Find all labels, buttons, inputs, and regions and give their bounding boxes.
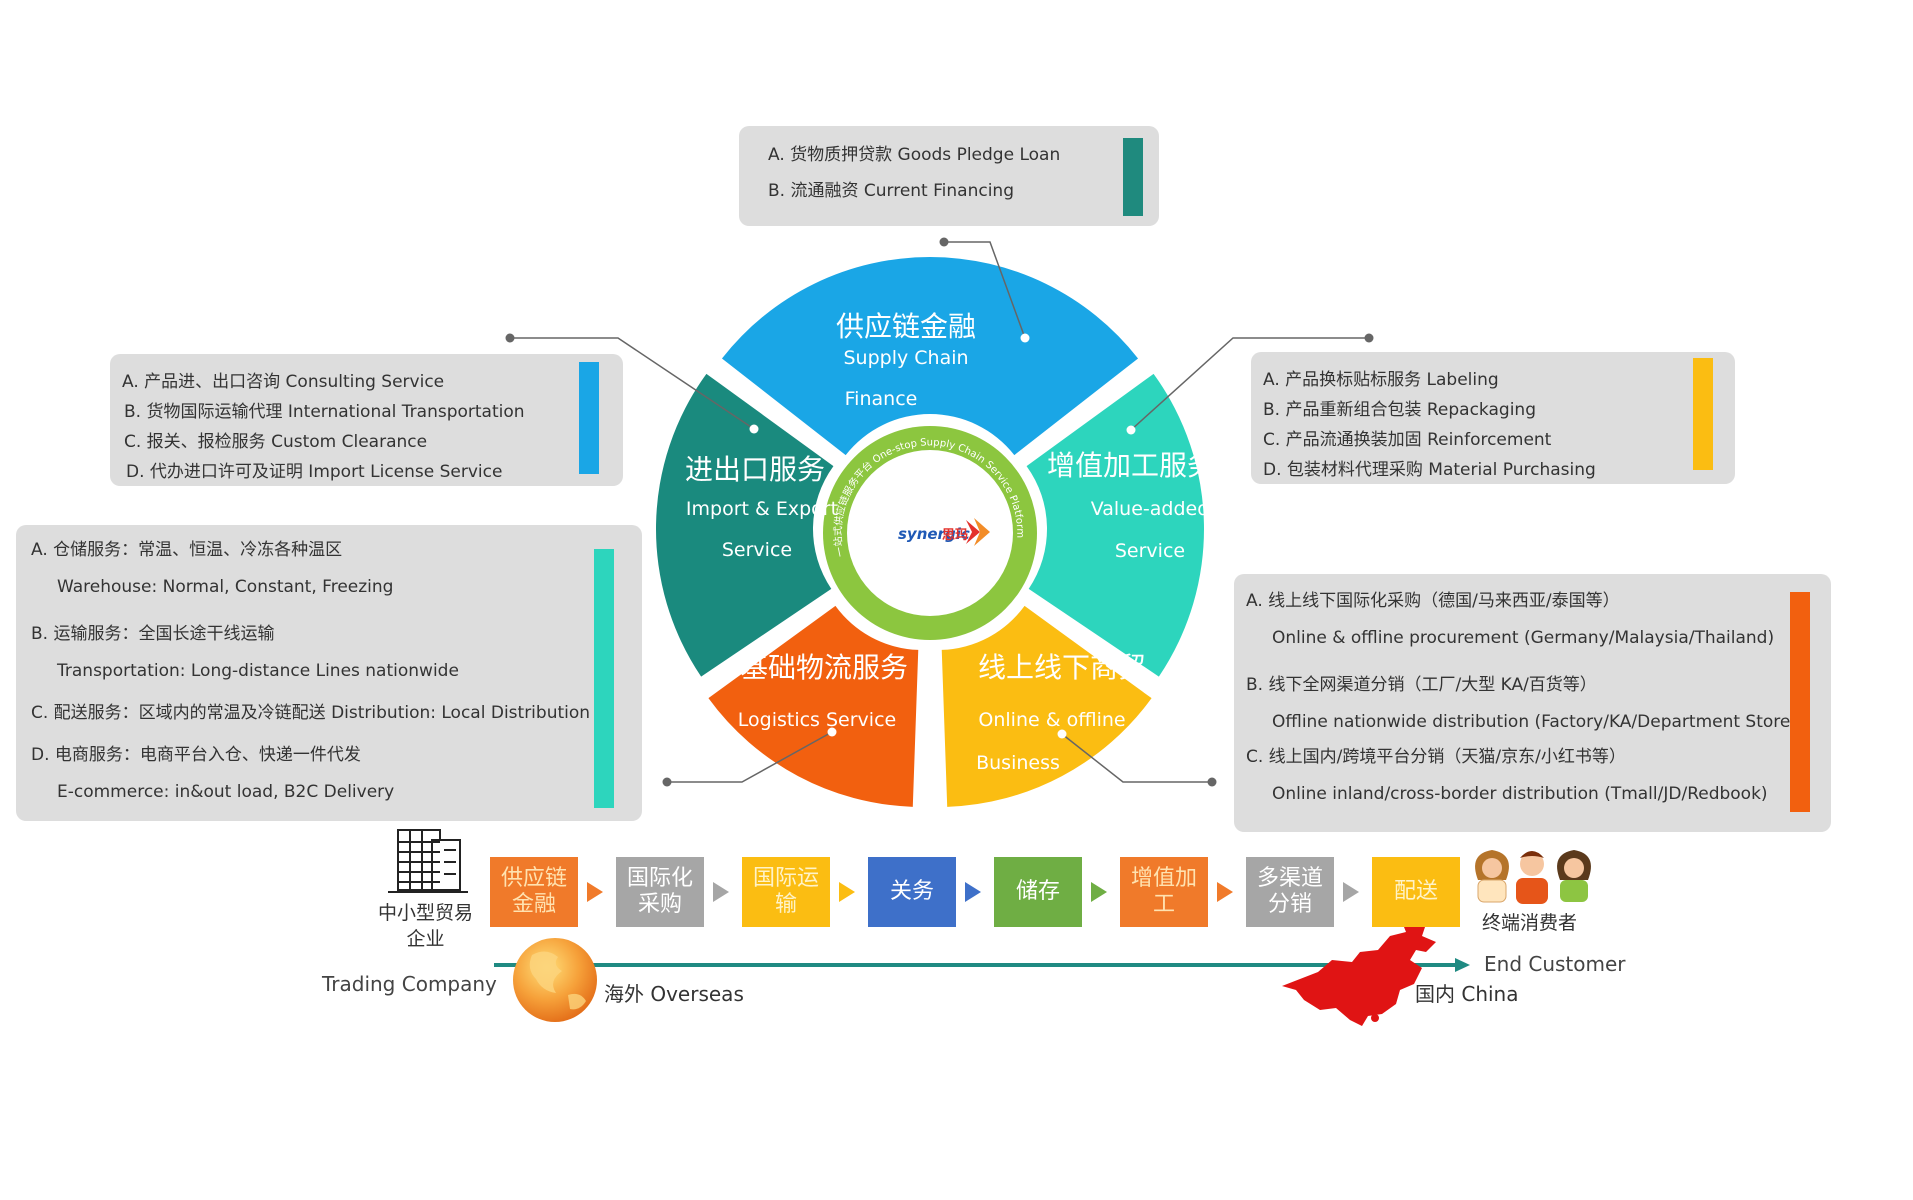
flow-arrow-icon bbox=[1091, 882, 1107, 902]
connector-finance bbox=[944, 241, 1026, 339]
flow-step-3: 国际运输 bbox=[742, 857, 830, 927]
flow-arrow-icon bbox=[587, 882, 603, 902]
commerce-en2: Business bbox=[976, 752, 1060, 774]
connector-commerce bbox=[1061, 733, 1212, 783]
flow-arrow-icon bbox=[713, 882, 729, 902]
commerce-item-a: A. 线上线下国际化采购（德国/马来西亚/泰国等） bbox=[1246, 591, 1620, 611]
flow-arrow-icon bbox=[1343, 882, 1359, 902]
flow-step-label: 配送 bbox=[1393, 879, 1438, 904]
flow-arrow-icon bbox=[839, 882, 855, 902]
flow-step-5: 储存 bbox=[994, 857, 1082, 927]
import-item-c: C. 报关、报检服务 Custom Clearance bbox=[124, 432, 428, 452]
flow-step-4: 关务 bbox=[868, 857, 956, 927]
import-en2: Service bbox=[722, 539, 792, 561]
synergic-logo: synergic 思玛 bbox=[898, 518, 990, 546]
logo-text: synergic bbox=[898, 525, 970, 543]
logistics-box: A. 仓储服务：常温、恒温、冷冻各种温区 Warehouse: Normal, … bbox=[16, 525, 642, 821]
value-title: 增值加工服务 bbox=[1047, 449, 1215, 482]
finance-color-bar bbox=[1123, 138, 1143, 216]
value-en2: Service bbox=[1115, 540, 1185, 562]
sector-commerce bbox=[941, 605, 1152, 807]
china-label: 国内 China bbox=[1415, 982, 1519, 1006]
timeline-arrowhead bbox=[1455, 958, 1470, 972]
flow-step-7: 多渠道分销 bbox=[1246, 857, 1334, 927]
flow-step-1: 供应链金融 bbox=[490, 857, 578, 927]
commerce-item-a-en: Online & offline procurement (Germany/Ma… bbox=[1272, 628, 1775, 648]
value-item-a: A. 产品换标贴标服务 Labeling bbox=[1263, 370, 1499, 390]
center-core bbox=[847, 450, 1013, 616]
value-en1: Value-added bbox=[1091, 498, 1210, 520]
commerce-item-b: B. 线下全网渠道分销（工厂/大型 KA/百货等） bbox=[1246, 675, 1597, 695]
flow-arrow-icon bbox=[965, 882, 981, 902]
building-icon bbox=[388, 829, 468, 893]
consumers-icon bbox=[1475, 850, 1591, 904]
connector-value bbox=[1130, 337, 1369, 431]
connector-logistics bbox=[667, 731, 833, 783]
import-item-d: D. 代办进口许可及证明 Import License Service bbox=[126, 462, 503, 482]
commerce-box: A. 线上线下国际化采购（德国/马来西亚/泰国等） Online & offli… bbox=[1234, 574, 1831, 832]
flow-step-label: 国际化采购 bbox=[626, 866, 693, 917]
value-item-c: C. 产品流通换装加固 Reinforcement bbox=[1263, 430, 1552, 450]
flow-step-8: 配送 bbox=[1372, 857, 1460, 927]
flow-step-label: 关务 bbox=[889, 879, 934, 904]
import-title: 进出口服务 bbox=[685, 453, 825, 486]
finance-item-b: B. 流通融资 Current Financing bbox=[768, 181, 1014, 201]
flow-arrow-icon bbox=[1217, 882, 1233, 902]
flow-step-label: 供应链金融 bbox=[500, 866, 567, 917]
flow-step-label: 国际运输 bbox=[752, 866, 819, 917]
flow-step-label: 增值加工 bbox=[1130, 866, 1197, 917]
value-item-d: D. 包装材料代理采购 Material Purchasing bbox=[1263, 460, 1596, 480]
commerce-item-c: C. 线上国内/跨境平台分销（天猫/京东/小红书等） bbox=[1246, 747, 1626, 767]
commerce-item-c-en: Online inland/cross-border distribution … bbox=[1272, 784, 1768, 804]
china-map-icon bbox=[1282, 916, 1436, 1026]
logistics-title: 基础物流服务 bbox=[740, 651, 908, 684]
import-color-bar bbox=[579, 362, 599, 474]
logistics-item-b: B. 运输服务：全国长途干线运输 bbox=[31, 624, 275, 644]
end-label-en: End Customer bbox=[1484, 952, 1626, 976]
overseas-label: 海外 Overseas bbox=[604, 982, 744, 1006]
commerce-color-bar bbox=[1790, 592, 1810, 812]
globe-icon bbox=[513, 938, 597, 1022]
finance-title: 供应链金融 bbox=[836, 310, 976, 343]
finance-en1: Supply Chain bbox=[843, 347, 968, 369]
import-export-box: A. 产品进、出口咨询 Consulting Service B. 货物国际运输… bbox=[110, 354, 623, 486]
value-added-box: A. 产品换标贴标服务 Labeling B. 产品重新组合包装 Repacka… bbox=[1251, 352, 1735, 484]
flow-step-label: 多渠道分销 bbox=[1256, 866, 1323, 917]
logistics-item-d-en: E-commerce: in&out load, B2C Delivery bbox=[57, 782, 395, 802]
import-en1: Import & Export bbox=[686, 498, 838, 520]
end-label-cn: 终端消费者 bbox=[1482, 912, 1578, 934]
import-item-a: A. 产品进、出口咨询 Consulting Service bbox=[122, 372, 445, 392]
logo-cn: 思玛 bbox=[942, 528, 968, 543]
sector-finance bbox=[721, 256, 1139, 456]
logistics-color-bar bbox=[594, 549, 614, 808]
start-label-en: Trading Company bbox=[322, 972, 497, 996]
commerce-title: 线上线下商贸 bbox=[978, 651, 1146, 684]
import-item-b: B. 货物国际运输代理 International Transportation bbox=[124, 402, 525, 422]
logistics-en1: Logistics Service bbox=[738, 709, 896, 731]
logistics-item-d: D. 电商服务：电商平台入仓、快递一件代发 bbox=[31, 745, 361, 765]
flow-step-2: 国际化采购 bbox=[616, 857, 704, 927]
sector-import-export bbox=[656, 373, 834, 677]
sector-logistics bbox=[708, 605, 919, 807]
connector-import bbox=[510, 337, 755, 430]
start-label-cn: 中小型贸易 企业 bbox=[378, 902, 474, 950]
finance-item-a: A. 货物质押贷款 Goods Pledge Loan bbox=[768, 145, 1061, 165]
finance-box: A. 货物质押贷款 Goods Pledge Loan B. 流通融资 Curr… bbox=[739, 126, 1159, 226]
value-item-b: B. 产品重新组合包装 Repackaging bbox=[1263, 400, 1536, 420]
logistics-item-c: C. 配送服务：区域内的常温及冷链配送 Distribution: Local … bbox=[31, 703, 591, 723]
flow-step-label: 储存 bbox=[1015, 879, 1060, 904]
logistics-item-b-en: Transportation: Long-distance Lines nati… bbox=[57, 661, 459, 681]
logistics-item-a: A. 仓储服务：常温、恒温、冷冻各种温区 bbox=[31, 540, 343, 560]
commerce-item-b-en: Offline nationwide distribution (Factory… bbox=[1272, 712, 1797, 732]
finance-en2: Finance bbox=[845, 388, 918, 410]
flow-step-6: 增值加工 bbox=[1120, 857, 1208, 927]
value-color-bar bbox=[1693, 358, 1713, 470]
logistics-item-a-en: Warehouse: Normal, Constant, Freezing bbox=[57, 577, 394, 597]
sector-value-added bbox=[1026, 373, 1205, 677]
commerce-en1: Online & offline bbox=[978, 709, 1125, 731]
